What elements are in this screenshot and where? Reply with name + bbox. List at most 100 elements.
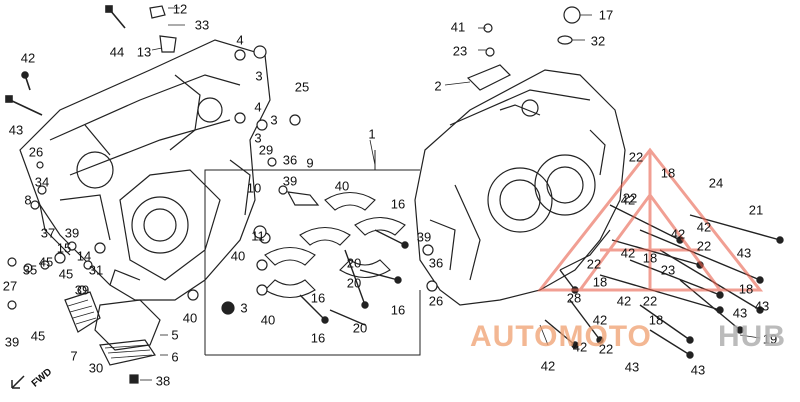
small-hardware [7, 6, 581, 315]
callout: 28 [566, 290, 582, 306]
left-crankcase-half [19, 39, 271, 301]
right-crankcase-half [414, 69, 626, 306]
callout: 20 [352, 320, 368, 336]
callout: 5 [171, 327, 179, 343]
callout: 40 [260, 312, 276, 328]
left-bolts [5, 5, 126, 116]
callout: 20 [346, 255, 362, 271]
callout: 23 [452, 43, 468, 59]
callout: 36 [282, 152, 298, 168]
callout: 11 [251, 228, 265, 244]
callout: 17 [598, 7, 614, 23]
callout: 3 [254, 130, 262, 146]
callout: 15 [56, 240, 72, 256]
callout: 38 [155, 373, 171, 389]
callout: 8 [24, 192, 32, 208]
bracket-frame [204, 150, 421, 356]
callout: 36 [428, 255, 444, 271]
callout: 3 [255, 68, 263, 84]
callout: 45 [38, 254, 54, 270]
callout: 30 [88, 360, 104, 376]
leader-lines [140, 7, 761, 381]
callout: 3 [270, 112, 278, 128]
callout: 22 [586, 256, 602, 272]
callout: 42 [592, 312, 608, 328]
callout: 33 [194, 17, 210, 33]
callout: 44 [109, 44, 125, 60]
callout: 12 [172, 1, 188, 17]
callout: 32 [590, 33, 606, 49]
callout: 29 [258, 142, 274, 158]
callout: 39 [282, 173, 298, 189]
callout: 42 [572, 339, 588, 355]
callout: 21 [748, 202, 764, 218]
callout: 22 [628, 149, 644, 165]
callout: 43 [624, 359, 640, 375]
callout: 9 [306, 155, 314, 171]
callout: 22 [622, 190, 638, 206]
callout: 26 [28, 144, 44, 160]
callout: 22 [696, 238, 712, 254]
callout: 39 [74, 282, 90, 298]
callout: 43 [690, 362, 706, 378]
callout: 4 [254, 99, 262, 115]
callout: 16 [390, 302, 406, 318]
callout: 42 [620, 192, 636, 208]
callout: 27 [2, 278, 18, 294]
callout: 16 [390, 196, 406, 212]
callout: 35 [22, 262, 38, 278]
callout: 34 [34, 174, 50, 190]
watermark-text-primary: AUTOMOTO [470, 320, 652, 353]
callout: 42 [696, 219, 712, 235]
callout: 24 [708, 175, 724, 191]
callout: 7 [70, 348, 78, 364]
callout: 40 [182, 310, 198, 326]
callout: 43 [732, 305, 748, 321]
callout: 18 [642, 250, 658, 266]
callout: 13 [136, 44, 152, 60]
callout: 40 [230, 248, 246, 264]
callout: 18 [738, 281, 754, 297]
callout: 31 [88, 262, 104, 278]
forward-direction-arrow [11, 375, 25, 389]
callout: 14 [76, 248, 92, 264]
callout: 18 [660, 165, 676, 181]
callout: 4 [236, 32, 244, 48]
callout: 6 [171, 349, 179, 365]
callout: 41 [450, 19, 466, 35]
callout: 26 [428, 293, 444, 309]
watermark-text-secondary: HUB [718, 320, 786, 353]
callout: 10 [246, 180, 262, 196]
callout: 20 [346, 275, 362, 291]
callout: 25 [294, 79, 310, 95]
callout: 43 [736, 245, 752, 261]
callout: 39 [64, 225, 80, 241]
callout: 1 [368, 126, 376, 142]
callout: 18 [592, 274, 608, 290]
callout: 42 [670, 226, 686, 242]
callout: 45 [30, 328, 46, 344]
callout: 45 [58, 266, 74, 282]
callout: 42 [20, 50, 36, 66]
oil-strainer [64, 291, 161, 384]
callout: 43 [8, 122, 24, 138]
callout: 22 [598, 341, 614, 357]
callout: 39 [416, 229, 432, 245]
callout: 18 [648, 312, 664, 328]
callout: 40 [334, 178, 350, 194]
callout: 42 [540, 358, 556, 374]
callout: 3 [240, 300, 248, 316]
callout: 42 [616, 293, 632, 309]
central-studs [299, 229, 409, 326]
callout: 23 [660, 262, 676, 278]
callout: 42 [620, 245, 636, 261]
callout: 22 [642, 293, 658, 309]
callout: 43 [754, 298, 770, 314]
callout: 37 [40, 225, 56, 241]
bracket-parts [149, 5, 512, 206]
watermark-logo [536, 147, 764, 292]
callout: 39 [4, 334, 20, 350]
callout: 19 [762, 331, 778, 347]
